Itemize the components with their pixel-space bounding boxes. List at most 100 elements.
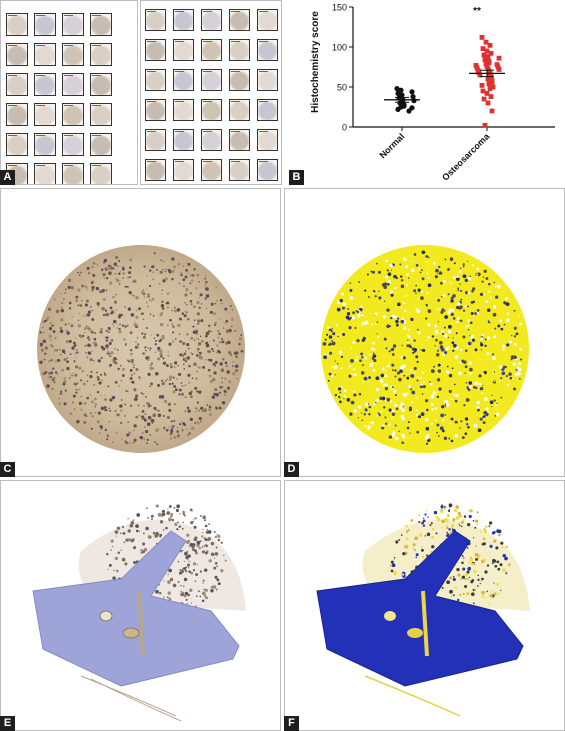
cell-nucleus bbox=[166, 511, 171, 515]
cell-nucleus bbox=[85, 299, 89, 303]
cell-nucleus bbox=[83, 421, 87, 425]
core-label-mark bbox=[8, 45, 17, 50]
core-label-mark bbox=[147, 101, 156, 106]
cell-nucleus bbox=[382, 315, 386, 319]
cell-nucleus bbox=[106, 348, 109, 350]
cell-nucleus bbox=[466, 423, 469, 426]
cell-nucleus bbox=[91, 351, 93, 353]
cell-nucleus bbox=[199, 356, 204, 360]
core-label-mark bbox=[175, 41, 184, 46]
cell-nucleus bbox=[171, 309, 173, 312]
cell-nucleus bbox=[350, 400, 355, 405]
cell-nucleus bbox=[336, 300, 341, 305]
cell-nucleus bbox=[464, 573, 468, 577]
cell-nucleus bbox=[186, 262, 188, 264]
cell-nucleus bbox=[388, 408, 392, 412]
cell-nucleus bbox=[152, 314, 155, 317]
cell-nucleus bbox=[204, 524, 208, 528]
cell-nucleus bbox=[65, 329, 68, 332]
cell-nucleus bbox=[517, 372, 521, 376]
cell-nucleus bbox=[208, 408, 212, 412]
cell-nucleus bbox=[451, 527, 454, 529]
cell-nucleus bbox=[221, 377, 223, 379]
cell-nucleus bbox=[347, 308, 350, 310]
cell-nucleus bbox=[356, 356, 359, 359]
cell-nucleus bbox=[151, 367, 155, 370]
cell-nucleus bbox=[436, 395, 440, 399]
cell-nucleus bbox=[168, 408, 172, 412]
cell-nucleus bbox=[119, 271, 122, 273]
cell-nucleus bbox=[91, 309, 94, 312]
cell-nucleus bbox=[121, 525, 124, 528]
cell-nucleus bbox=[125, 389, 128, 393]
cell-nucleus bbox=[430, 369, 435, 373]
cell-nucleus bbox=[79, 271, 82, 274]
cell-nucleus bbox=[346, 311, 351, 316]
cell-nucleus bbox=[149, 536, 152, 539]
cell-nucleus bbox=[221, 381, 223, 384]
vessel-channel-yellow bbox=[421, 590, 429, 657]
cell-nucleus bbox=[86, 415, 88, 417]
panel-d-positive-mask bbox=[284, 188, 565, 477]
cell-nucleus bbox=[376, 321, 379, 323]
cell-nucleus bbox=[444, 414, 447, 416]
cell-nucleus bbox=[423, 381, 425, 383]
cell-nucleus bbox=[199, 293, 203, 297]
cell-nucleus bbox=[421, 393, 424, 395]
y-axis-label: Histochemistry score bbox=[310, 11, 321, 113]
cell-nucleus bbox=[102, 288, 105, 292]
tma-core bbox=[6, 133, 28, 156]
cell-nucleus bbox=[464, 365, 468, 369]
cell-nucleus bbox=[65, 288, 67, 291]
x-tick-label: Osteosarcoma bbox=[440, 131, 492, 183]
tma-core bbox=[90, 163, 112, 184]
cell-nucleus bbox=[234, 329, 237, 332]
core-label-mark bbox=[92, 15, 101, 20]
cell-nucleus bbox=[385, 422, 388, 425]
cell-nucleus bbox=[399, 275, 403, 278]
cell-nucleus bbox=[467, 318, 471, 322]
cell-nucleus bbox=[502, 348, 505, 351]
cell-nucleus bbox=[476, 585, 479, 587]
cell-nucleus bbox=[139, 378, 141, 381]
cell-nucleus bbox=[460, 520, 464, 524]
core-label-mark bbox=[231, 161, 240, 166]
cell-nucleus bbox=[499, 563, 503, 567]
cell-nucleus bbox=[173, 366, 176, 368]
cell-nucleus bbox=[147, 402, 151, 406]
cell-nucleus bbox=[494, 370, 496, 372]
cell-nucleus bbox=[83, 413, 87, 417]
cell-nucleus bbox=[106, 434, 110, 438]
cell-nucleus bbox=[425, 317, 428, 320]
cell-nucleus bbox=[186, 603, 188, 605]
cell-nucleus bbox=[452, 594, 455, 597]
cell-nucleus bbox=[506, 343, 510, 347]
cell-nucleus bbox=[220, 569, 224, 573]
cell-nucleus bbox=[75, 299, 79, 302]
cell-nucleus bbox=[219, 391, 222, 394]
cell-nucleus bbox=[108, 271, 112, 275]
cell-nucleus bbox=[113, 319, 117, 324]
cell-nucleus bbox=[47, 376, 50, 379]
cell-nucleus bbox=[52, 330, 56, 334]
cell-nucleus bbox=[187, 347, 190, 350]
cell-nucleus bbox=[132, 294, 135, 297]
data-point-osteosarcoma bbox=[481, 52, 487, 58]
cell-nucleus bbox=[193, 525, 197, 529]
data-point-osteosarcoma bbox=[486, 81, 492, 87]
cell-nucleus bbox=[376, 335, 380, 338]
cell-nucleus bbox=[96, 420, 101, 424]
cell-nucleus bbox=[73, 360, 76, 363]
cell-nucleus bbox=[147, 347, 149, 349]
cell-nucleus bbox=[114, 272, 117, 275]
cell-nucleus bbox=[97, 304, 100, 307]
cell-nucleus bbox=[141, 432, 144, 434]
cell-nucleus bbox=[61, 349, 66, 353]
cell-nucleus bbox=[138, 307, 141, 311]
tma-core bbox=[6, 73, 28, 96]
cell-nucleus bbox=[391, 386, 394, 389]
cell-nucleus bbox=[339, 391, 342, 394]
cell-nucleus bbox=[214, 321, 218, 325]
cell-nucleus bbox=[471, 579, 475, 582]
y-tick-label: 100 bbox=[332, 43, 347, 53]
